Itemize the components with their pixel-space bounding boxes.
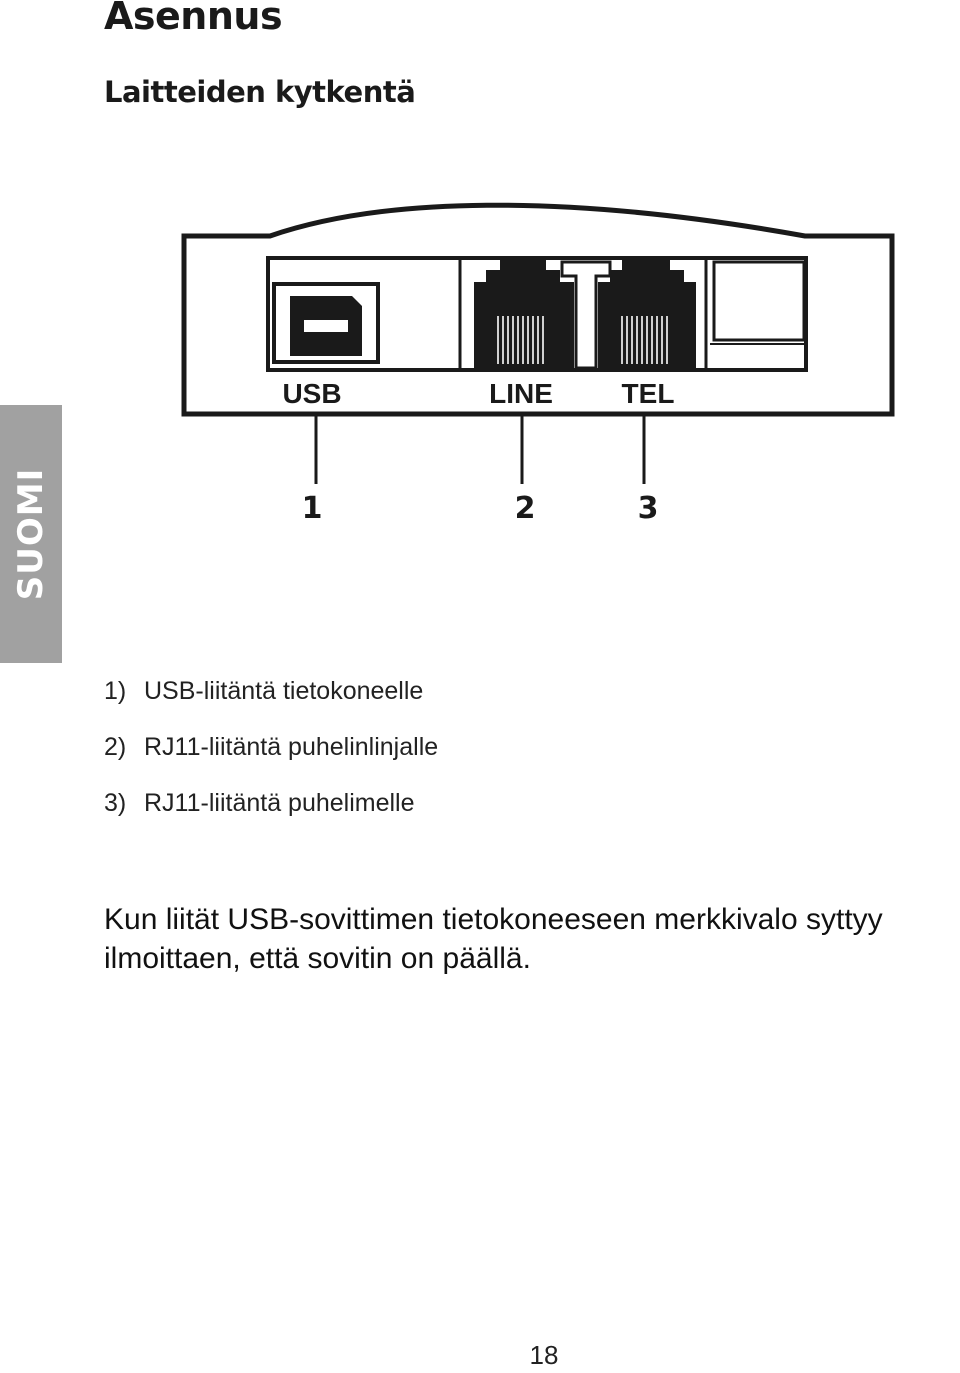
legend-text: RJ11-liitäntä puhelimelle: [144, 789, 415, 817]
port-separator: [560, 260, 612, 370]
connector-diagram: USB LINE TEL 1 2 3: [181, 202, 895, 526]
right-slot: [712, 260, 806, 342]
legend-item: 2) RJ11-liitäntä puhelinlinjalle: [104, 732, 438, 762]
body-line-1: Kun liität USB-sovittimen tietokoneeseen…: [104, 903, 883, 936]
port-label-line: LINE: [489, 378, 553, 409]
body-paragraph: Kun liität USB-sovittimen tietokoneeseen…: [104, 900, 960, 978]
legend-number: 3): [104, 789, 127, 817]
tel-rj11-port-icon: [598, 260, 696, 368]
line-rj11-port-icon: [474, 260, 574, 368]
body-line-2: ilmoittaen, että sovitin on päällä.: [104, 942, 531, 975]
section-subtitle: Laitteiden kytkentä: [104, 75, 416, 109]
device-outline: [181, 202, 895, 417]
legend-text: USB-liitäntä tietokoneelle: [144, 677, 424, 705]
language-side-tab: SUOMI: [0, 405, 62, 663]
legend-number: 1): [104, 677, 127, 705]
usb-port-icon: [272, 282, 380, 364]
legend-item: 3) RJ11-liitäntä puhelimelle: [104, 788, 415, 818]
port-label-tel: TEL: [622, 378, 675, 409]
legend-number: 2): [104, 733, 127, 761]
legend-text: RJ11-liitäntä puhelinlinjalle: [144, 733, 439, 761]
port-label-usb: USB: [282, 378, 341, 409]
page-title: Asennus: [104, 0, 283, 38]
legend-item: 1) USB-liitäntä tietokoneelle: [104, 676, 423, 706]
callout-number-2: 2: [515, 491, 536, 526]
page-number: 18: [529, 1340, 559, 1370]
callout-number-3: 3: [638, 491, 659, 526]
callout-number-1: 1: [302, 491, 323, 526]
